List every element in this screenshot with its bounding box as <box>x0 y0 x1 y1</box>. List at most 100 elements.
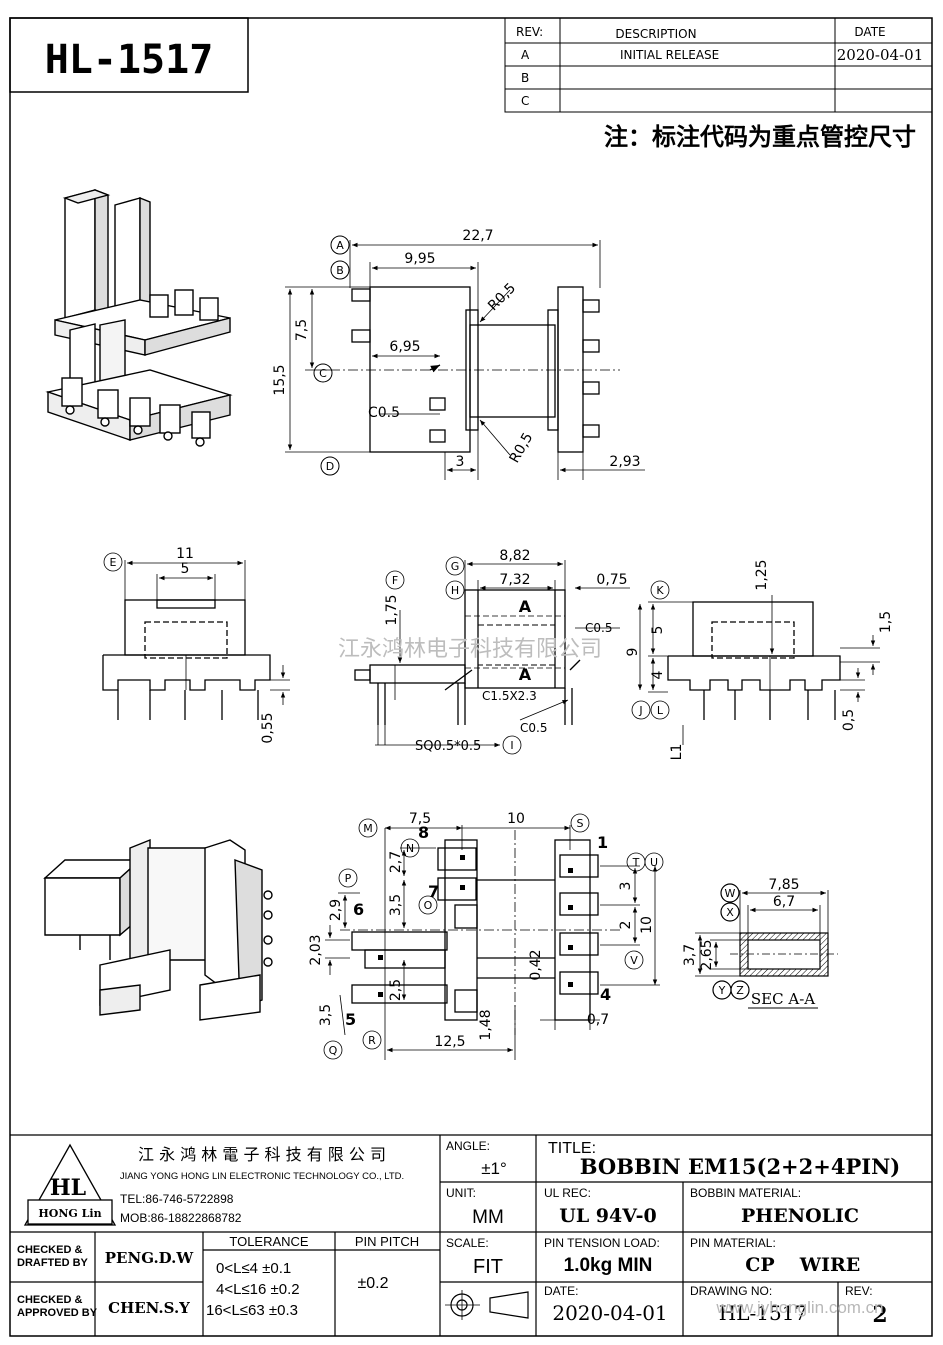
scale-label: SCALE: <box>446 1236 489 1250</box>
section-a-top: A <box>519 597 532 616</box>
marker-s-label: S <box>577 817 584 830</box>
logo-subtext: HONG Lin <box>38 1207 101 1220</box>
sheet-border <box>9 17 933 1337</box>
scale-value: FIT <box>473 1256 503 1278</box>
dim-0-75: 0,75 <box>596 572 627 588</box>
pin-6: 6 <box>353 900 364 919</box>
drawing-no-label: DRAWING NO: <box>690 1284 772 1298</box>
rev-c: C <box>521 94 529 108</box>
pin-pitch-label: PIN PITCH <box>355 1234 419 1249</box>
marker-i-label: I <box>510 739 513 752</box>
dim-2-93: 2,93 <box>609 454 640 470</box>
date-label: DATE: <box>544 1284 578 1298</box>
dim-sq: SQ0.5*0.5 <box>415 739 481 754</box>
bobbin-material-value: PHENOLIC <box>741 1205 859 1227</box>
rev-a-date: 2020-04-01 <box>837 46 923 64</box>
dim-9: 9 <box>625 648 641 657</box>
dim-4: 4 <box>650 670 666 679</box>
dim-bv-2-7: 2,7 <box>388 851 404 873</box>
marker-u <box>644 852 664 872</box>
marker-e-label: E <box>110 556 117 569</box>
marker-g-label: G <box>451 560 460 573</box>
marker-b-label: B <box>336 264 344 277</box>
dim-11: 11 <box>176 546 194 562</box>
ul-label: UL REC: <box>544 1186 591 1200</box>
pin-tension-value: 1.0kg MIN <box>564 1255 653 1276</box>
watermark: 江永鸿林电子科技有限公司 <box>338 637 602 662</box>
bottom-view-pin-dots <box>378 855 573 997</box>
title-label: TITLE: <box>548 1140 596 1157</box>
company-logo <box>23 1143 117 1226</box>
part-number: HL-1517 <box>45 37 214 83</box>
marker-a <box>330 235 350 255</box>
marker-r-label: R <box>368 1034 376 1047</box>
company-name-en: JIANG YONG HONG LIN ELECTRONIC TECHNOLOG… <box>120 1171 404 1182</box>
bobbin-material-label: BOBBIN MATERIAL: <box>690 1186 801 1200</box>
dim-bv-3: 3 <box>618 882 634 891</box>
marker-u-label: U <box>650 856 658 869</box>
checked-drafted-label-1: CHECKED & <box>17 1244 82 1256</box>
pin-1: 1 <box>597 833 608 852</box>
part-number-box: HL-1517 <box>9 17 249 93</box>
dim-bv-3-5a: 3,5 <box>388 894 404 916</box>
marker-n <box>400 838 420 858</box>
marker-v-label: V <box>630 954 638 967</box>
checked-drafted-label-2: DRAFTED BY <box>17 1257 89 1269</box>
marker-l <box>650 700 670 720</box>
dim-r0-5-bot: R0,5 <box>507 430 537 466</box>
marker-p <box>338 868 358 888</box>
dim-c0-5-a: C0.5 <box>585 621 612 635</box>
pin-material-value-a: CP <box>745 1254 774 1276</box>
dim-bv-10: 10 <box>507 811 525 827</box>
bottom-view <box>340 830 620 1035</box>
dim-1-5: 1,5 <box>878 611 894 633</box>
revision-table <box>504 17 933 113</box>
marker-x-label: X <box>726 906 734 919</box>
unit-label: UNIT: <box>446 1186 476 1200</box>
marker-r <box>362 1030 382 1050</box>
logo-letters: HL <box>50 1175 86 1201</box>
projection-symbol-icon <box>445 1290 529 1320</box>
tolerance-label: TOLERANCE <box>229 1234 309 1249</box>
date-value: 2020-04-01 <box>552 1301 667 1325</box>
isometric-view-top <box>45 188 233 447</box>
marker-n-label: N <box>406 842 414 855</box>
marker-w-label: W <box>725 887 736 900</box>
marker-k-label: K <box>656 584 664 597</box>
marker-m-label: M <box>363 822 373 835</box>
marker-d <box>320 456 340 476</box>
dim-bv-0-7: 0,7 <box>587 1012 609 1028</box>
dim-bv-7-5: 7,5 <box>409 811 431 827</box>
dim-c0-5: C0.5 <box>368 405 400 421</box>
ul-value: UL 94V-0 <box>559 1205 656 1227</box>
marker-j-label: J <box>638 704 642 717</box>
marker-j <box>631 700 651 720</box>
marker-t-label: T <box>632 856 640 869</box>
marker-y-label: Y <box>718 984 726 997</box>
rev-value: 2 <box>872 1302 887 1328</box>
dim-15-5: 15,5 <box>272 364 288 395</box>
website: www.jyhonglin.com.cn <box>715 1298 883 1317</box>
control-note: 注：标注代码为重点管控尺寸 <box>604 122 916 151</box>
pin-7: 7 <box>428 882 439 901</box>
marker-w <box>720 883 740 903</box>
drawing-no-value: HL-1517 <box>719 1301 807 1325</box>
dim-l1: L1 <box>669 744 685 761</box>
marker-a-label: A <box>336 239 344 252</box>
pin-5: 5 <box>345 1010 356 1029</box>
marker-z <box>730 980 750 1000</box>
dim-r0-5-top: R0,5 <box>485 280 519 314</box>
dim-2-65: 2,65 <box>699 939 715 970</box>
marker-h <box>445 580 465 600</box>
isometric-view-bottom <box>43 838 273 1021</box>
dim-c1-5: C1.5X2.3 <box>482 689 537 703</box>
marker-z-label: Z <box>736 984 744 997</box>
dim-9-95: 9,95 <box>404 251 435 267</box>
dim-22-7: 22,7 <box>462 228 493 244</box>
tolerance-3: 16<L≤63 ±0.3 <box>206 1302 298 1319</box>
section-a-bot: A <box>519 665 532 684</box>
side-view-right <box>667 601 841 720</box>
dim-bv-12-5: 12,5 <box>434 1034 465 1050</box>
marker-c <box>313 363 333 383</box>
side-view-left <box>102 599 271 720</box>
